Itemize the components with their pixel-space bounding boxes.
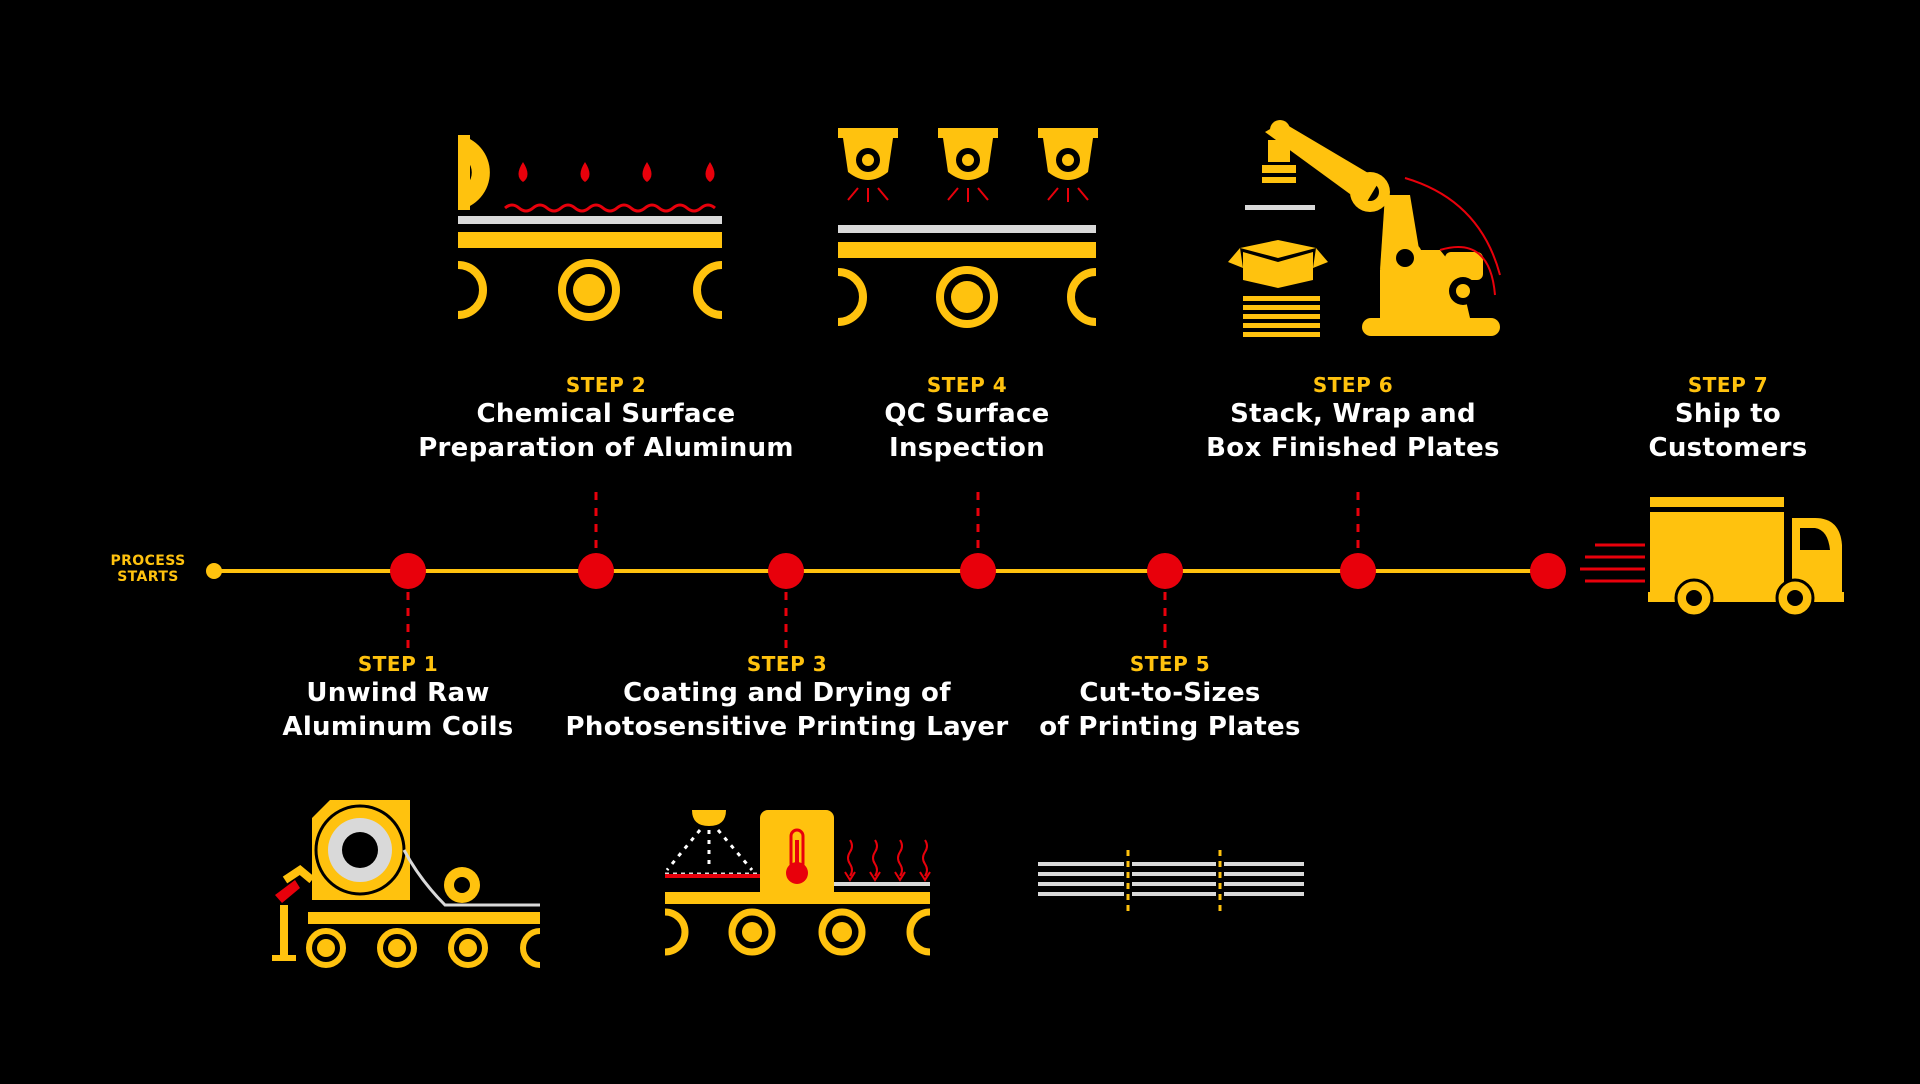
- marker-step-5: [1147, 553, 1183, 589]
- coating-drying-oven-icon: [664, 810, 931, 956]
- aluminum-coil-unwinder-icon: [272, 800, 541, 968]
- step-1-number: STEP 1: [357, 652, 439, 676]
- plate-cutting-icon: [1038, 850, 1304, 912]
- inspection-camera-1: [838, 128, 898, 202]
- inspection-camera-2: [938, 128, 998, 202]
- camera-inspection-icon: [837, 128, 1098, 328]
- step-7-label: STEP 7 Ship to Customers: [1632, 373, 1824, 465]
- step-7-title: Ship to Customers: [1648, 399, 1808, 463]
- process-start-label: PROCESS STARTS: [110, 553, 186, 585]
- step-4-title: QC Surface Inspection: [884, 399, 1050, 463]
- marker-step-2: [578, 553, 614, 589]
- marker-step-4: [960, 553, 996, 589]
- timeline-start-dot: [206, 563, 222, 579]
- marker-step-3: [768, 553, 804, 589]
- step-4-label: STEP 4 QC Surface Inspection: [884, 373, 1049, 465]
- step-6-number: STEP 6: [1312, 373, 1394, 397]
- step-5-title: Cut-to-Sizes of Printing Plates: [1039, 678, 1301, 742]
- marker-step-7: [1530, 553, 1566, 589]
- step-5-label: STEP 5 Cut-to-Sizes of Printing Plates: [1039, 652, 1301, 744]
- inspection-camera-3: [1038, 128, 1098, 202]
- step-2-number: STEP 2: [565, 373, 647, 397]
- step-7-number: STEP 7: [1687, 373, 1769, 397]
- step-4-number: STEP 4: [926, 373, 1008, 397]
- step-2-title: Chemical Surface Preparation of Aluminum: [418, 399, 794, 463]
- connectors: [406, 492, 1360, 650]
- step-1-label: STEP 1 Unwind Raw Aluminum Coils: [282, 652, 513, 744]
- step-6-title: Stack, Wrap and Box Finished Plates: [1206, 399, 1500, 463]
- step-5-number: STEP 5: [1129, 652, 1211, 676]
- chemical-spray-conveyor-icon: [457, 135, 723, 321]
- step-6-label: STEP 6 Stack, Wrap and Box Finished Plat…: [1206, 373, 1500, 465]
- step-2-label: STEP 2 Chemical Surface Preparation of A…: [418, 373, 794, 465]
- step-3-title: Coating and Drying of Photosensitive Pri…: [565, 678, 1009, 742]
- markers: [390, 553, 1566, 589]
- step-3-number: STEP 3: [746, 652, 828, 676]
- step-1-title: Unwind Raw Aluminum Coils: [282, 678, 514, 742]
- marker-step-1: [390, 553, 426, 589]
- robotic-arm-boxing-icon: [1228, 120, 1501, 337]
- delivery-truck-icon: [1580, 497, 1844, 618]
- step-3-label: STEP 3 Coating and Drying of Photosensit…: [566, 652, 1009, 744]
- marker-step-6: [1340, 553, 1376, 589]
